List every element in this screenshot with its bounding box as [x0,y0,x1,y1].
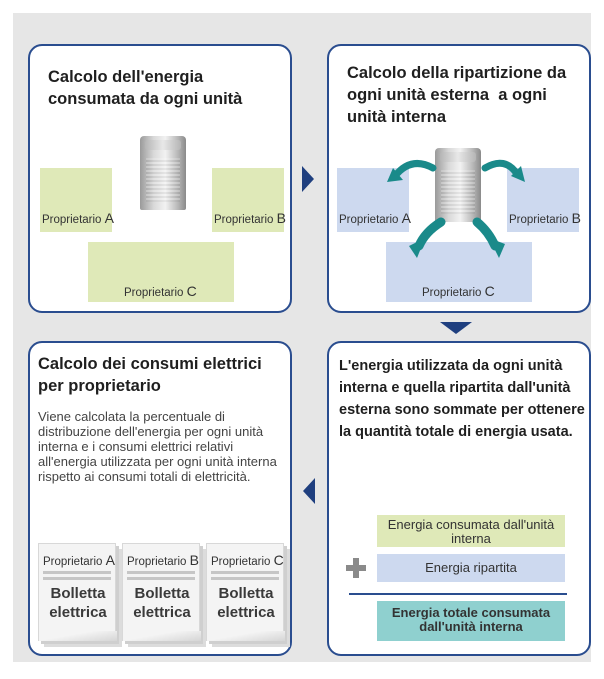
panel-distribution: Calcolo della ripartizione da ogni unità… [327,44,591,313]
panel-total-energy: L'energia utilizzata da ogni unità inter… [327,341,591,656]
outdoor-unit-image [140,136,186,210]
panel-consumption-per-owner: Calcolo dei consumi elettrici per propri… [28,341,292,656]
arrow-head-b [511,166,525,182]
consumed-energy-box: Energia consumata dall'unità interna [377,515,565,547]
owner-c-label: C [186,283,197,299]
panel3-title: Calcolo dei consumi elettrici per propri… [38,355,262,395]
sum-divider [349,593,567,595]
plus-icon [346,558,366,578]
panel4-title: L'energia utilizzata da ogni unità inter… [339,358,585,440]
flow-arrow-down [440,322,472,334]
total-energy-box: Energia totale consumata dall'unità inte… [377,601,565,641]
electricity-bill-b: Proprietario B Bolletta elettrica [122,543,201,641]
electricity-bill-a: Proprietario A Bolletta elettrica [38,543,117,641]
owner-b-box: Proprietario B [212,168,286,232]
owner-a-label: A [401,210,411,226]
arrow-head-c-right [489,238,505,258]
flow-arrow-right [302,166,314,192]
owner-c-label: C [484,283,495,299]
panel-energy-per-unit: Calcolo dell'energia consumata da ogni u… [28,44,292,313]
flow-arrow-left [303,478,315,504]
bill-label: Bolletta elettrica [217,585,275,621]
arrow-to-b [481,159,521,178]
panel1-title: Calcolo dell'energia consumata da ogni u… [48,68,243,108]
owner-c-box: Proprietario C [88,242,234,302]
owner-b-label: B [571,210,581,226]
owner-c-box: Proprietario C [386,242,532,302]
arrow-head-a [387,168,403,182]
electricity-bill-c: Proprietario C Bolletta elettrica [206,543,285,641]
arrow-to-a [391,160,437,180]
distributed-energy-box: Energia ripartita [377,554,565,582]
bill-label: Bolletta elettrica [133,585,191,621]
distribution-arrows [387,159,525,258]
panel3-description: Viene calcolata la percentuale di distri… [38,409,277,484]
owner-b-label: B [276,210,286,226]
bill-label: Bolletta elettrica [49,585,107,621]
panel2-title: Calcolo della ripartizione da ogni unità… [347,64,567,126]
arrow-head-c-left [409,238,425,258]
owner-a-label: A [104,210,114,226]
owner-a-box: Proprietario A [40,168,114,232]
outdoor-unit-image [435,148,481,222]
